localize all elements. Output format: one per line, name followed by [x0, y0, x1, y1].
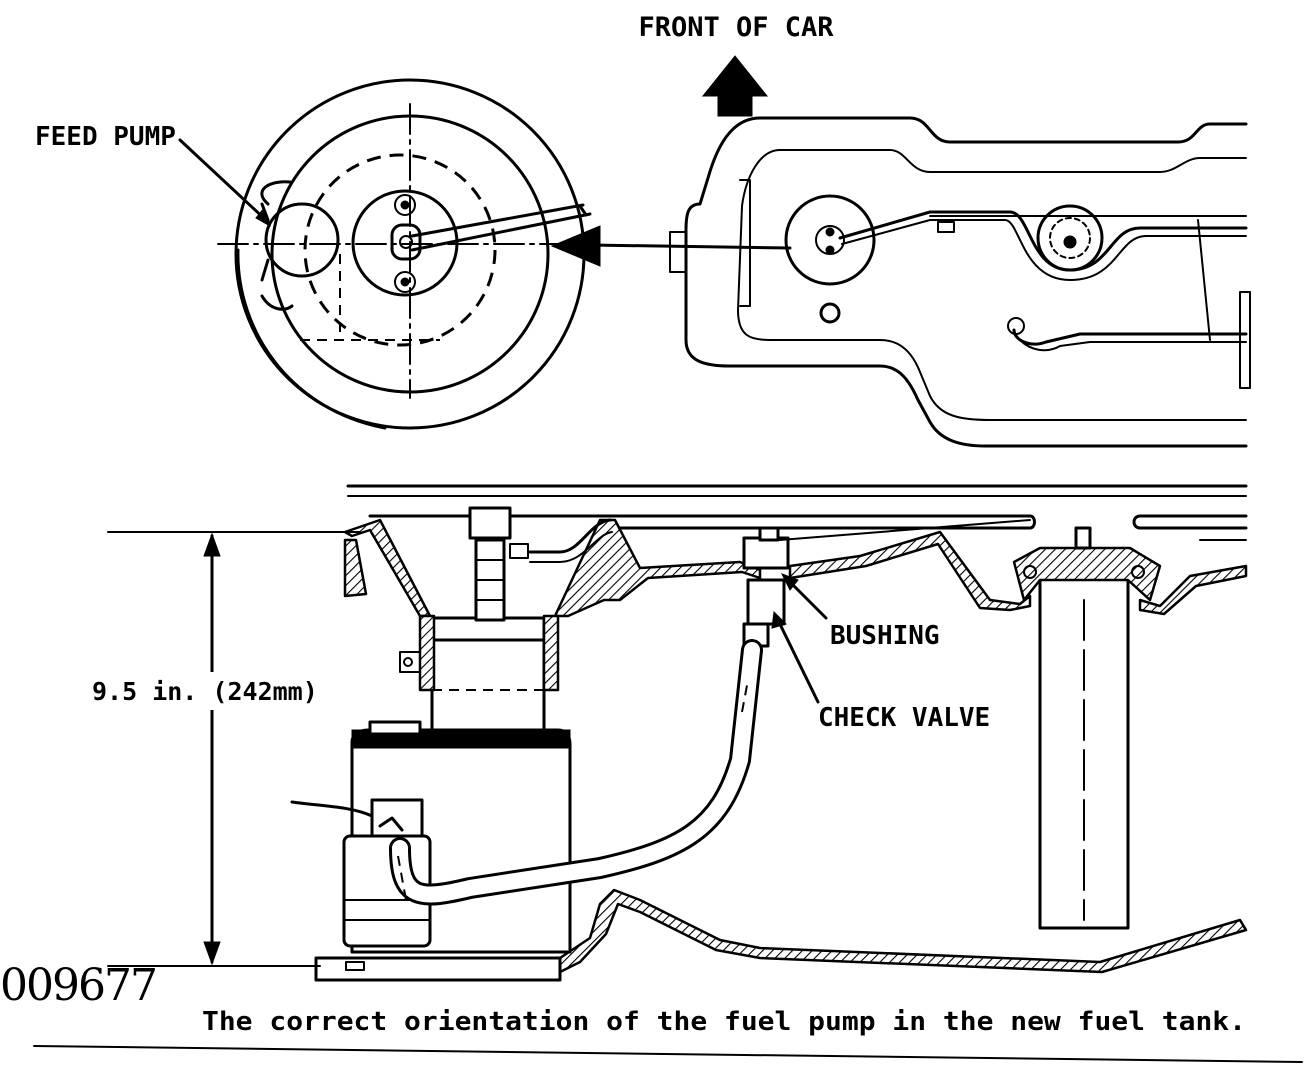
- height-dimension-line: [107, 531, 361, 967]
- fuel-tank-cross-section: [290, 484, 1248, 982]
- check-valve-label: CHECK VALVE: [818, 703, 990, 733]
- front-direction-arrow-icon: [701, 55, 769, 117]
- figure-caption: The correct orientation of the fuel pump…: [202, 1007, 1246, 1037]
- feed-pump-label: FEED PUMP: [35, 122, 176, 152]
- front-of-car-label: FRONT OF CAR: [638, 12, 834, 43]
- feed-pump-leader-line: [178, 138, 270, 224]
- check-valve-leader-line: [774, 614, 820, 704]
- fuel-tank-top-view: [669, 116, 1251, 448]
- callout-arrow-icon: [550, 225, 792, 267]
- caption-rule: [33, 1045, 1303, 1063]
- bushing-label: BUSHING: [830, 621, 940, 651]
- dimension-label: 9.5 in. (242mm): [92, 677, 318, 706]
- pump-plate-top-view: [217, 78, 597, 430]
- figure-number: 009677: [0, 960, 156, 1011]
